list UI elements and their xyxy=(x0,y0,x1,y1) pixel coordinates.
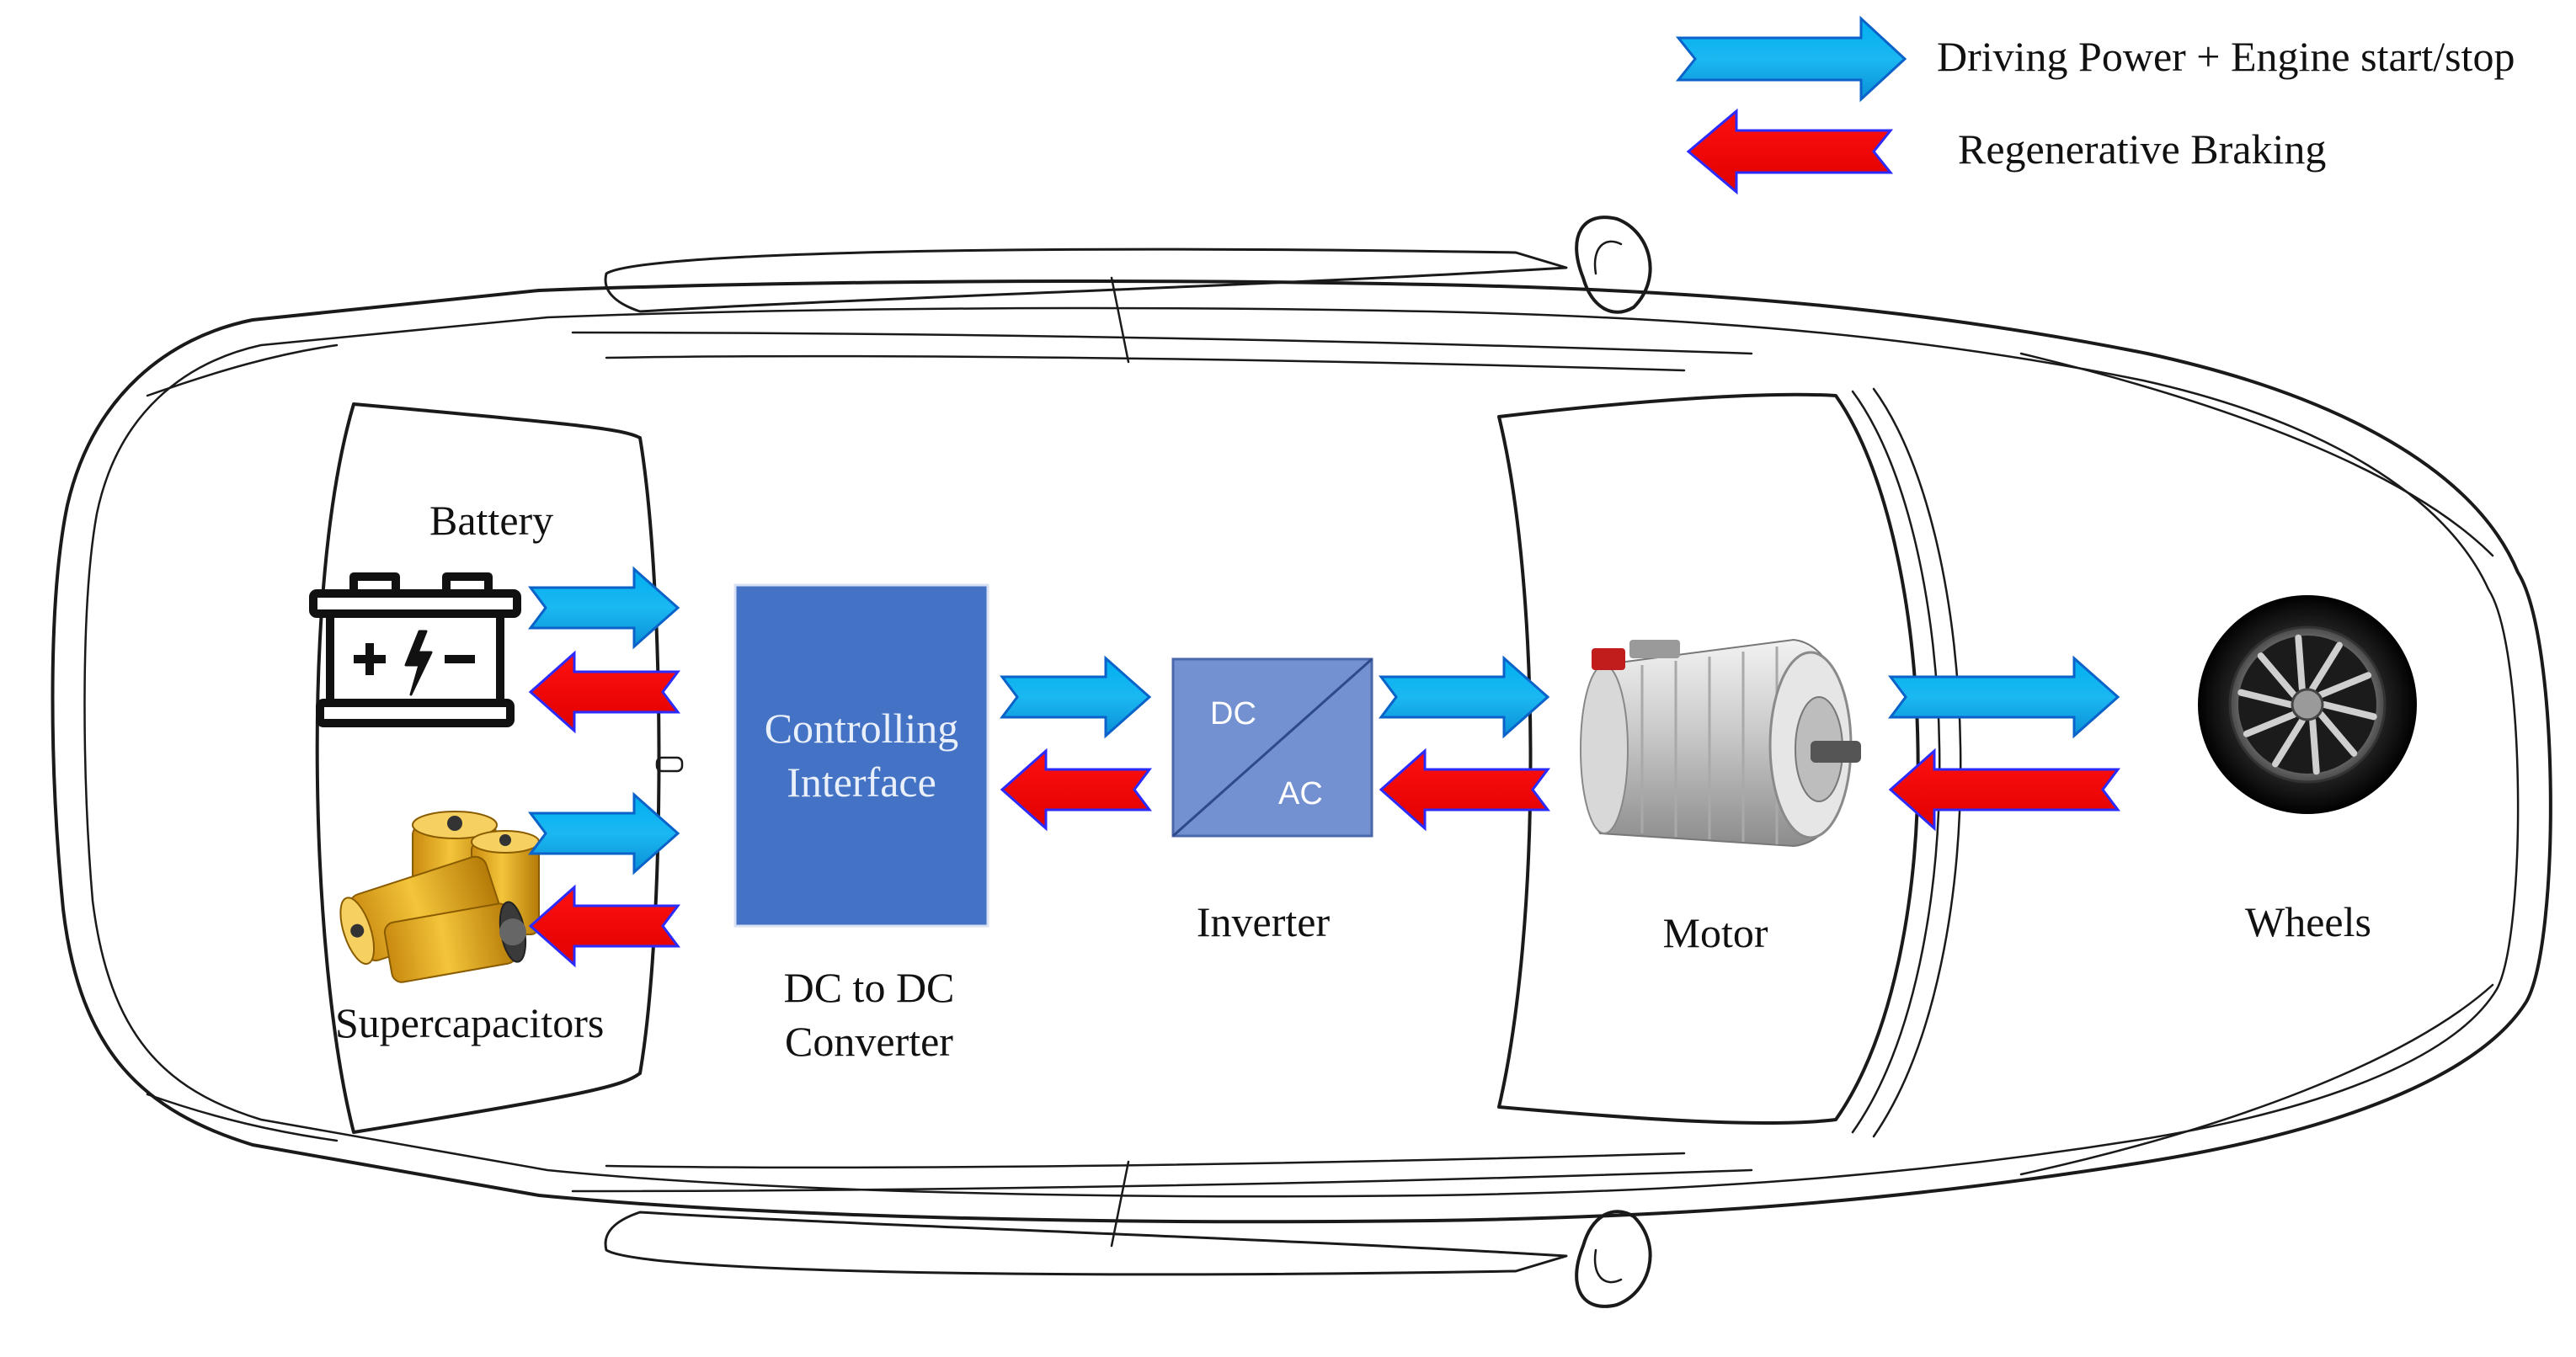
wheel-icon xyxy=(2198,595,2417,814)
legend-driving-label: Driving Power + Engine start/stop xyxy=(1937,33,2515,80)
converter-caption-line1: DC to DC xyxy=(784,964,955,1011)
wheel-spoke xyxy=(2243,710,2297,737)
wheel-spoke xyxy=(2321,701,2377,721)
wheel-spoke xyxy=(2317,710,2358,757)
wheel-spoke xyxy=(2257,652,2297,699)
battery-driving-arrow xyxy=(528,566,680,650)
battery-icon xyxy=(309,572,521,727)
inverter-ac-label: AC xyxy=(1278,776,1323,812)
wheel-spoke xyxy=(2272,717,2306,768)
electric-motor-icon xyxy=(1580,638,1861,848)
supercap-driving-arrow xyxy=(528,791,680,875)
converter-inverter-driving-arrow xyxy=(1000,655,1152,739)
wheel-spoke xyxy=(2309,641,2343,692)
motor-wheels-regen-arrow xyxy=(1888,748,2120,832)
motor-label: Motor xyxy=(1663,909,1768,956)
inverter-dc-label: DC xyxy=(1210,696,1256,732)
battery-label: Battery xyxy=(429,497,553,544)
converter-box-line1: Controlling xyxy=(765,705,959,752)
supercap-regen-arrow xyxy=(528,884,680,968)
converter-caption-line2: Converter xyxy=(785,1018,953,1065)
supercapacitor-icon xyxy=(339,811,540,983)
converter-box-line2: Interface xyxy=(787,758,936,806)
motor-wheels-driving-arrow xyxy=(1888,655,2120,739)
inverter-motor-regen-arrow xyxy=(1379,748,1550,832)
car-body-outer xyxy=(51,279,2552,1224)
wheel-spoke xyxy=(2317,672,2372,699)
car-body-inner xyxy=(83,306,2520,1198)
upper-side-window xyxy=(604,247,1568,313)
supercapacitors-label: Supercapacitors xyxy=(335,999,604,1046)
wheel-spoke xyxy=(2295,634,2306,692)
inverter-label: Inverter xyxy=(1197,898,1331,945)
legend: Driving Power + Engine start/stop Regene… xyxy=(1675,15,2515,195)
right-mirror xyxy=(1575,1210,1652,1308)
battery-regen-arrow xyxy=(528,650,680,734)
converter-inverter-regen-arrow xyxy=(1000,748,1152,832)
cabin-detail xyxy=(655,756,684,773)
dc-dc-converter-group: Controlling Interface DC to DC Converter xyxy=(733,583,989,1065)
legend-regen-label: Regenerative Braking xyxy=(1958,125,2326,173)
supercapacitors-group: Supercapacitors xyxy=(335,811,604,1046)
left-mirror xyxy=(1575,216,1652,314)
wheel-spoke xyxy=(2237,689,2294,708)
motor-group: Motor xyxy=(1580,638,1861,956)
battery-group: Battery xyxy=(309,497,553,727)
flow-arrows xyxy=(528,566,2120,968)
wheel-spoke xyxy=(2309,717,2320,775)
wheels-label: Wheels xyxy=(2245,898,2371,945)
inverter-motor-driving-arrow xyxy=(1379,655,1550,739)
inverter-group: DC AC Inverter xyxy=(1171,657,1373,945)
inverter-diagonal xyxy=(1172,657,1373,838)
legend-regen-arrow xyxy=(1686,108,1894,195)
controlling-interface-box xyxy=(733,583,989,928)
wheels-group: Wheels xyxy=(2198,595,2417,945)
legend-driving-arrow xyxy=(1675,15,1907,103)
lower-side-window xyxy=(604,1211,1568,1276)
rear-window xyxy=(315,402,661,1134)
car-outline xyxy=(51,216,2552,1308)
front-windshield xyxy=(1497,392,1920,1126)
